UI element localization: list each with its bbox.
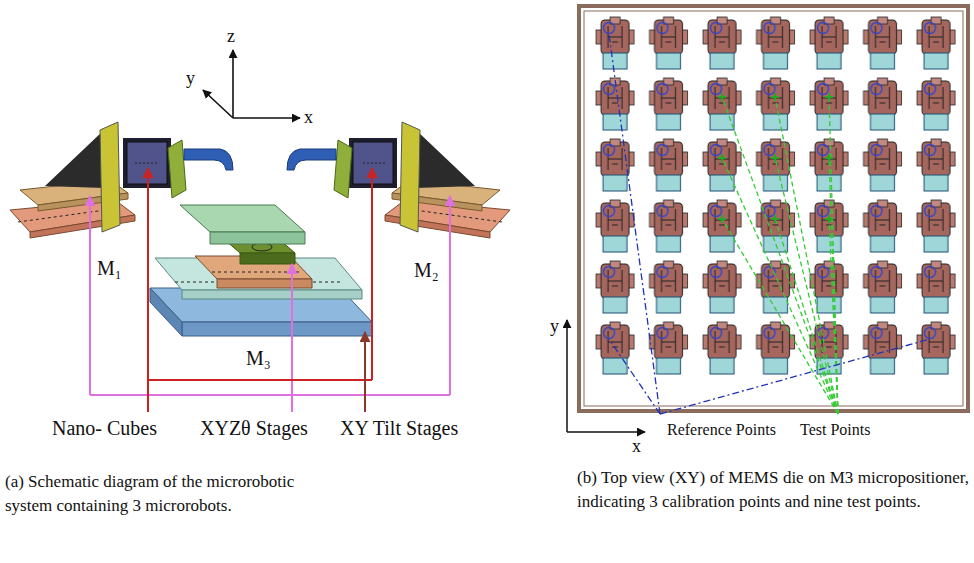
robot-label: M₂ [414, 258, 439, 282]
stage-stack [240, 253, 295, 264]
stage-stack [210, 232, 305, 244]
manipulator [168, 140, 186, 198]
manipulator [362, 163, 385, 164]
manipulator [287, 122, 510, 238]
leader-lines [90, 168, 450, 412]
manipulator [45, 130, 104, 188]
part-label: XYZθ Stages [200, 416, 308, 440]
test-point-lines [775, 158, 838, 414]
figure-caption: (b) Top view (XY) of MEMS die on M3 micr… [577, 466, 969, 514]
test-point-lines [775, 97, 838, 414]
manipulator [135, 163, 158, 164]
mems-die [588, 14, 963, 380]
axis-label: x [632, 436, 641, 458]
test-point-marks [718, 93, 833, 101]
stage-stack [217, 279, 312, 288]
axes-xy [567, 320, 645, 432]
stage-stack [182, 290, 362, 299]
mems-die [584, 11, 963, 406]
manipulator [100, 122, 120, 232]
stage-stack [212, 272, 300, 273]
mems-die [579, 6, 968, 411]
test-point-lines [775, 219, 838, 414]
axis-label: y [186, 68, 195, 90]
test-point-lines [722, 97, 838, 414]
leader-lines [147, 168, 149, 412]
leader-lines [90, 394, 450, 396]
axis-label: x [304, 107, 313, 129]
stage-stack [180, 205, 305, 232]
robot-label: M₃ [246, 346, 271, 370]
part-label: XY Tilt Stages [340, 416, 458, 440]
manipulator [184, 149, 233, 170]
test-point-lines [829, 219, 838, 414]
test-point-marks [718, 215, 833, 223]
axes-xy [567, 431, 645, 433]
point-label: Test Points [800, 420, 870, 439]
manipulator [334, 140, 352, 198]
leader-lines [449, 196, 451, 395]
manipulator [416, 130, 475, 188]
axes-3d [203, 90, 233, 118]
stage-stack [182, 322, 372, 336]
reference-point-lines [660, 339, 930, 414]
test-point-lines [829, 158, 838, 414]
part-label: Nano- Cubes [52, 416, 157, 440]
test-point-marks [718, 154, 833, 162]
figure-caption: (a) Schematic diagram of the microroboti… [5, 470, 330, 518]
leader-lines [89, 196, 91, 395]
point-label: Reference Points [667, 420, 776, 439]
leader-lines [291, 264, 293, 412]
stage-stack [150, 205, 372, 336]
test-point-lines [722, 97, 838, 414]
robot-label: M₁ [97, 256, 122, 280]
leader-lines [148, 379, 372, 381]
axes-3d [232, 50, 234, 118]
leader-lines [371, 168, 373, 380]
manipulator [400, 122, 420, 232]
stage-stack [150, 288, 182, 336]
reference-point-lines [609, 339, 660, 414]
axis-label: y [550, 316, 559, 338]
axes-xy [566, 320, 568, 432]
test-point-lines [722, 219, 838, 414]
leader-lines [364, 332, 366, 412]
test-point-marks [718, 93, 833, 223]
test-point-lines [722, 158, 838, 414]
mems-die [579, 6, 968, 411]
reference-point-lines [609, 34, 930, 414]
axis-label: z [227, 26, 235, 48]
reference-point-lines [609, 34, 660, 414]
manipulator [287, 149, 336, 170]
axes-3d [233, 117, 300, 119]
axes-3d [203, 50, 300, 118]
stage-stack [150, 288, 372, 322]
